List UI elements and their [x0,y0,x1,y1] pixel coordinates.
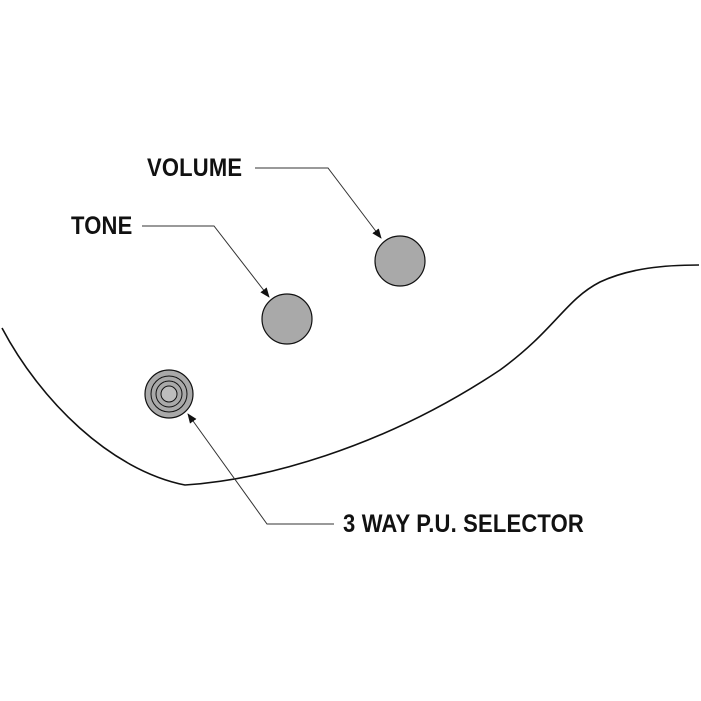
body-outline [1,264,700,486]
volume-label: VOLUME [147,154,243,182]
pickup-selector-switch [144,369,194,419]
tone-label: TONE [71,212,133,240]
selector-leader-arrow [187,413,334,525]
pickup-selector-label: 3 WAY P.U. SELECTOR [343,510,584,538]
tone-knob [261,293,313,345]
volume-leader-arrow [255,167,382,239]
tone-leader-arrow [142,225,270,298]
volume-knob [374,235,426,287]
